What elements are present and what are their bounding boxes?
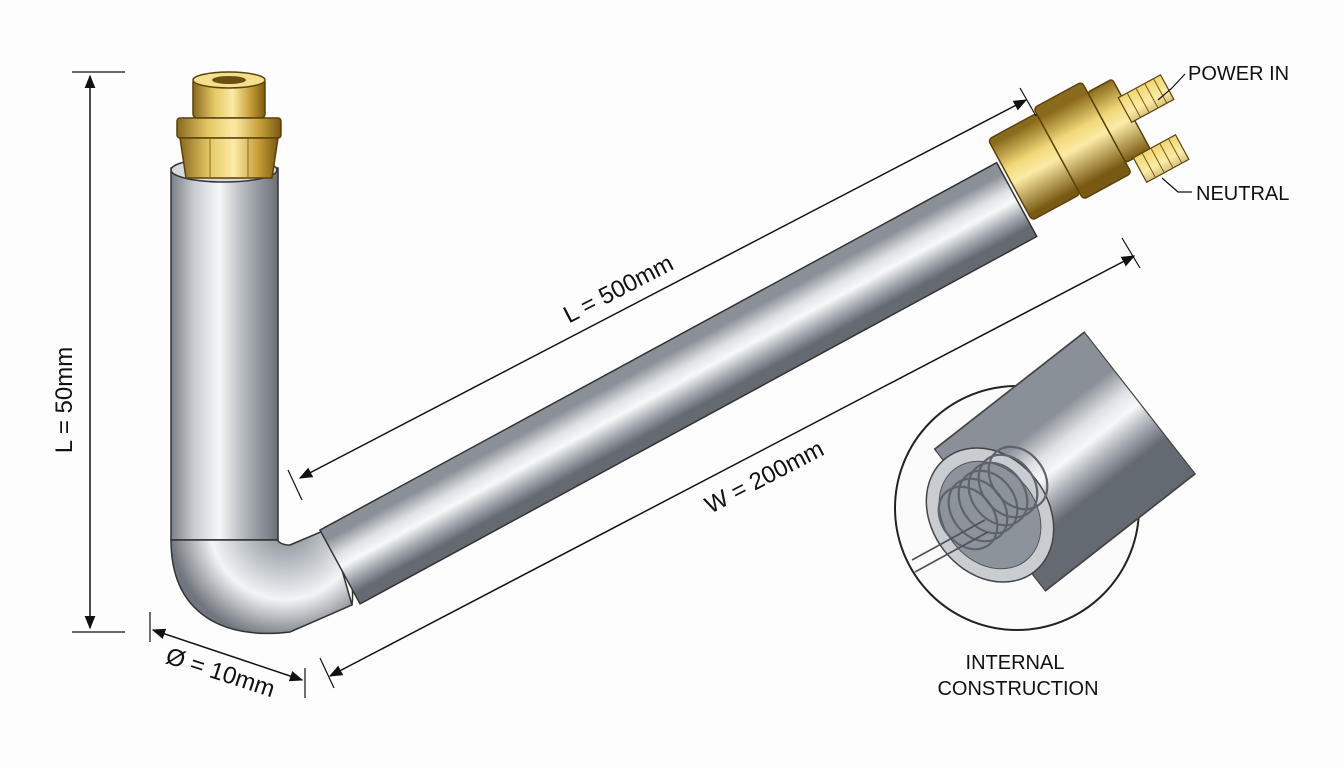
width-label: W = 200mm bbox=[701, 435, 829, 519]
tube-vertical-section bbox=[170, 157, 279, 541]
diameter-label: Ø = 10mm bbox=[163, 643, 279, 704]
detail-label-line2: CONSTRUCTION bbox=[937, 678, 1098, 700]
power-in-label: POWER IN bbox=[1188, 63, 1289, 85]
detail-label-line1: INTERNAL bbox=[966, 652, 1065, 674]
tube-bend bbox=[170, 526, 354, 635]
callout-neutral: NEUTRAL bbox=[1161, 177, 1289, 205]
internal-construction-detail: INTERNAL CONSTRUCTION bbox=[894, 331, 1197, 700]
terminal-power-in bbox=[1117, 73, 1175, 124]
terminal-neutral bbox=[1132, 133, 1190, 184]
top-brass-fitting bbox=[176, 71, 282, 179]
vertical-length-label: L = 50mm bbox=[51, 347, 78, 454]
neutral-label: NEUTRAL bbox=[1196, 183, 1289, 205]
heating-coil bbox=[937, 445, 1049, 551]
diagonal-length-label: L = 500mm bbox=[559, 250, 678, 329]
lead-wires bbox=[911, 519, 989, 573]
callout-power-in: POWER IN bbox=[1157, 63, 1289, 101]
dimension-vertical-length: L = 50mm bbox=[51, 71, 125, 633]
